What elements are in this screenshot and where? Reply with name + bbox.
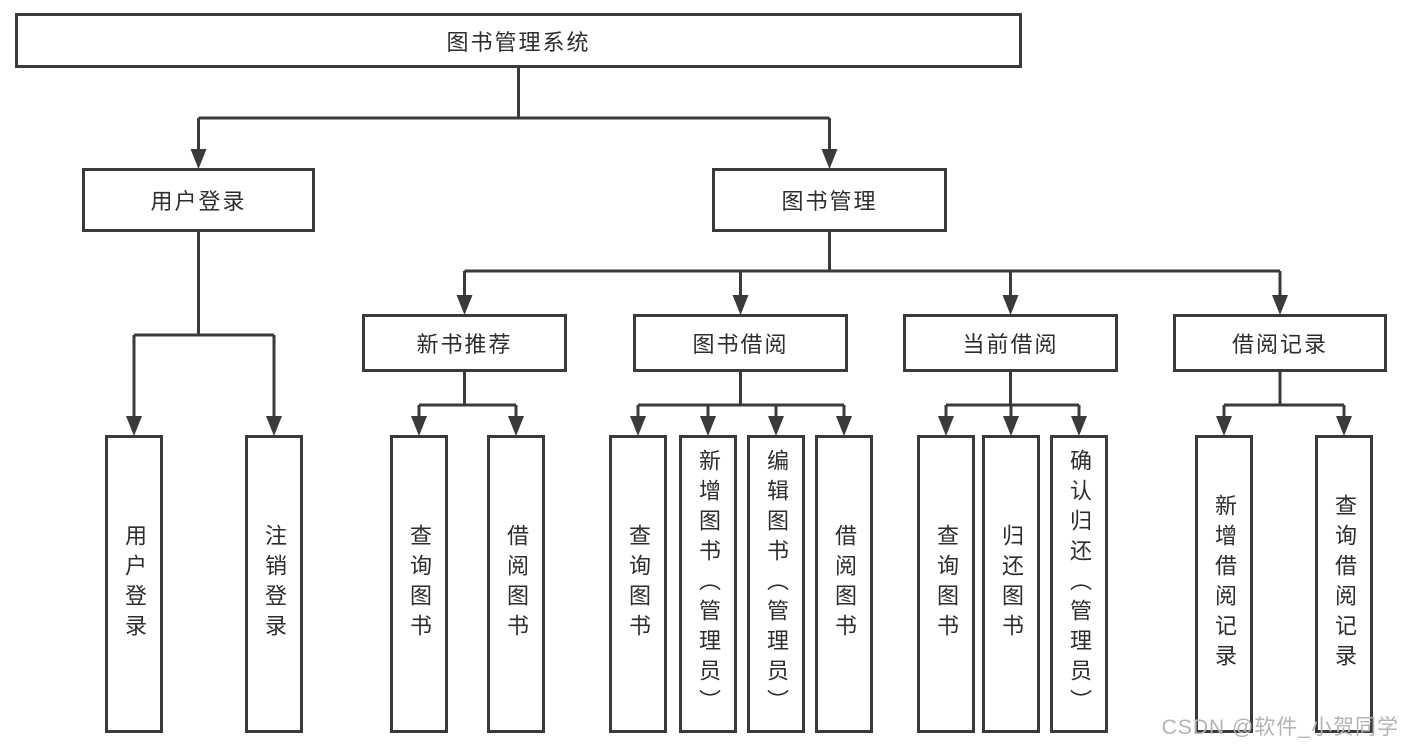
connector-book-management-children [456,232,1288,315]
leaf-user-login: 用户登录 [105,435,163,733]
leaf-return-books: 归还图书 [982,435,1040,733]
arrow-down-icon [700,416,716,436]
leaf-query-books-1: 查询图书 [390,435,448,733]
arrow-down-icon [630,416,646,436]
node-current-borrowing: 当前借阅 [903,314,1118,372]
arrow-down-icon [938,416,954,436]
leaf-add-borrow-record: 新增借阅记录 [1195,435,1253,733]
arrow-down-icon [821,149,838,169]
leaf-logout: 注销登录 [245,435,303,733]
leaf-edit-book-admin: 编辑图书（管理员） [747,435,805,733]
connector-book-borrowing-children [630,372,852,436]
connector-new-book-recommend-children [411,372,524,436]
node-book-management: 图书管理 [712,168,947,232]
leaf-borrow-books-2: 借阅图书 [815,435,873,733]
connector-line [197,68,831,149]
node-borrow-records: 借阅记录 [1173,314,1387,372]
connector-line [636,372,846,416]
arrow-down-icon [1002,295,1019,315]
leaf-add-book-admin: 新增图书（管理员） [679,435,737,733]
connector-line [417,372,518,416]
connector-line [463,232,1282,295]
connector-root-to-branches [190,68,838,169]
arrow-down-icon [1003,416,1019,436]
arrow-down-icon [266,416,282,436]
connector-borrow-records-children [1216,372,1352,436]
connector-line [132,232,276,416]
arrow-down-icon [732,295,749,315]
leaf-query-borrow-record: 查询借阅记录 [1315,435,1373,733]
arrow-down-icon [1336,416,1352,436]
arrow-down-icon [411,416,427,436]
node-new-book-recommend: 新书推荐 [362,314,567,372]
node-user-login: 用户登录 [82,168,315,232]
arrow-down-icon [190,149,207,169]
connector-line [1222,372,1346,416]
leaf-confirm-return-admin: 确认归还（管理员） [1050,435,1108,733]
node-book-management-system: 图书管理系统 [15,13,1022,68]
arrow-down-icon [836,416,852,436]
arrow-down-icon [1272,295,1288,315]
arrow-down-icon [1216,416,1232,436]
watermark: CSDN @软件_小贺同学 [1161,716,1399,739]
leaf-query-books-2: 查询图书 [609,435,667,733]
connector-current-borrowing-children [938,372,1087,436]
leaf-query-books-3: 查询图书 [917,435,975,733]
arrow-down-icon [1071,416,1087,436]
arrow-down-icon [768,416,784,436]
leaf-borrow-books-1: 借阅图书 [487,435,545,733]
arrow-down-icon [508,416,524,436]
arrow-down-icon [456,295,473,315]
arrow-down-icon [126,416,142,436]
node-book-borrowing: 图书借阅 [633,314,848,372]
connector-user-login-children [126,232,282,436]
connector-line [944,372,1081,416]
